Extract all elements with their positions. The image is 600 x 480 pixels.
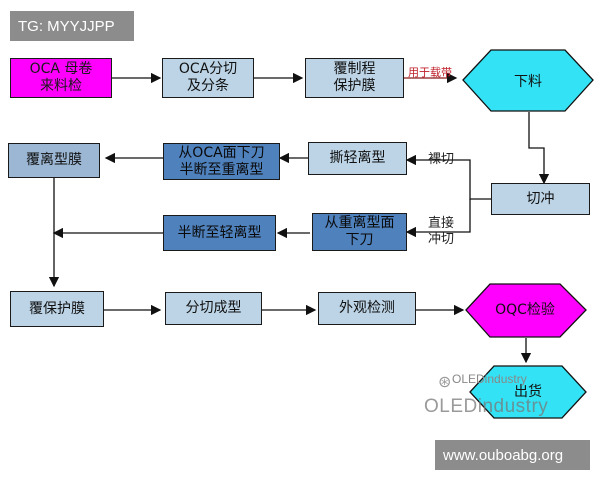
edge-label-bare-cut: 裸切 [428,152,455,167]
node-release-label: 覆离型膜 [26,152,82,168]
node-slitting-label: OCA分切 及分条 [178,61,238,94]
node-visual-label: 外观检测 [339,300,395,316]
node-die-cut: 切冲 [491,183,590,215]
node-slitform-label: 分切成型 [185,300,242,316]
node-cover-protective-film: 覆保护膜 [10,291,104,327]
node-cutting-down: 下料 [491,62,565,100]
node-cutting-label: 下料 [514,74,542,90]
node-half-cut-light: 半断至轻离型 [163,215,276,251]
top-left-badge: TG: MYYJJPP [10,11,134,41]
node-oqc-label: OQC检验 [495,302,555,318]
node-protect2-label: 覆保护膜 [29,300,85,317]
edge-label-for-carrier: 用于载带 [408,66,452,79]
node-visual-inspection: 外观检测 [318,292,416,325]
footer-url-badge[interactable]: www.ouboabg.org [435,440,590,470]
ship-hex-shape [469,365,587,419]
watermark-logo-icon: ⊛ [438,372,452,391]
node-half-cut-heavy: 从OCA面下刀 半断至重离型 [163,143,280,180]
node-cover-label: 覆制程 保护膜 [333,61,376,94]
node-cover-release-film: 覆离型膜 [8,143,100,178]
edge-label-direct-cut: 直接 冲切 [428,216,455,247]
node-cut-from-heavy: 从重离型面 下刀 [312,213,407,251]
node-cover-process-film: 覆制程 保护膜 [305,58,404,98]
watermark-small-text: OLEDindustry [452,372,527,386]
watermark-text: OLEDindustry [424,396,549,417]
node-oca-slitting: OCA分切 及分条 [162,58,254,98]
node-peel-light-release: 撕轻离型 [308,142,407,175]
node-slit-forming: 分切成型 [165,292,262,325]
arrow-diecut-to-peel [405,154,491,200]
node-oqc-inspection: OQC检验 [486,294,564,324]
node-oca-roll-inspection: OCA 母卷 来料检 [10,58,112,98]
node-ship: 出货 [492,378,564,404]
oqc-hex-shape [465,283,587,338]
node-oca-roll-label: OCA 母卷 来料检 [29,61,93,94]
node-from-heavy-label: 从重离型面 下刀 [324,215,395,248]
node-half-light-label: 半断至轻离型 [177,224,262,241]
node-peel-label: 撕轻离型 [329,150,386,166]
node-ship-label: 出货 [514,384,542,400]
cutting-down-hex-shape [462,49,594,112]
arrow-cutting-to-diecut [528,112,550,185]
arrow-diecut-to-heavy [405,199,471,238]
node-diecut-label: 切冲 [526,190,555,207]
node-half-heavy-label: 从OCA面下刀 半断至重离型 [178,144,265,178]
